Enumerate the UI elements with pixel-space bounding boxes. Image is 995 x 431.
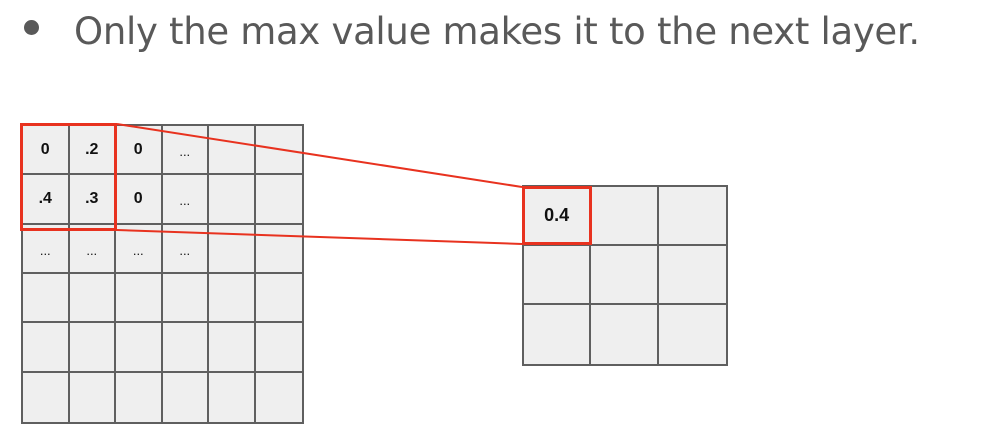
- output-cell-r2-c1: [524, 246, 592, 305]
- input-cell-r2-c3: 0: [116, 175, 163, 225]
- input-cell-r3-c4: ...: [162, 224, 209, 274]
- input-cell-r1-c5: [209, 126, 256, 176]
- bullet-text: Only the max value makes it to the next …: [74, 10, 920, 53]
- output-cell-r1-c3: [658, 187, 726, 246]
- input-cell-r2-c1: .4: [23, 175, 70, 225]
- input-cell-r6-c5: [209, 372, 256, 422]
- input-cell-r5-c6: [255, 323, 302, 373]
- input-cell-r1-c4: ...: [162, 126, 209, 176]
- input-cell-r5-c5: [209, 323, 256, 373]
- output-cell-r3-c3: [658, 305, 726, 364]
- input-cell-r6-c1: [23, 372, 70, 422]
- input-cell-r3-c1: ...: [23, 224, 70, 274]
- input-cell-r6-c3: [116, 372, 163, 422]
- input-cell-r5-c4: [162, 323, 209, 373]
- input-cell-r2-c2: .3: [69, 175, 116, 225]
- input-cell-r2-c5: [209, 175, 256, 225]
- input-cell-r4-c5: [209, 273, 256, 324]
- input-cell-r6-c6: [255, 372, 302, 422]
- input-cell-r1-c6: [255, 126, 302, 176]
- input-cell-r2-c6: [255, 175, 302, 225]
- input-cell-r4-c4: [162, 273, 209, 324]
- input-cell-r4-c2: [69, 273, 116, 324]
- output-cell-r2-c3: [658, 246, 726, 305]
- input-cell-r3-c3: ...: [116, 224, 163, 274]
- input-cell-r1-c1: 0: [23, 126, 70, 176]
- input-cell-r4-c3: [116, 273, 163, 324]
- input-cell-r3-c2: ...: [69, 224, 116, 274]
- input-cell-r5-c2: [69, 323, 116, 373]
- output-cell-r1-c1: 0.4: [524, 187, 592, 246]
- output-cell-r1-c2: [591, 187, 659, 246]
- input-cell-r5-c1: [23, 323, 70, 373]
- input-cell-r1-c2: .2: [69, 126, 116, 176]
- input-cell-r2-c4: ...: [162, 175, 209, 225]
- input-cell-r6-c2: [69, 372, 116, 422]
- output-cell-r2-c2: [591, 246, 659, 305]
- input-cell-r6-c4: [162, 372, 209, 422]
- input-cell-r3-c6: [255, 224, 302, 274]
- pooled-output-map: 0.4: [522, 185, 728, 366]
- bullet-dot: [24, 20, 39, 35]
- input-cell-r4-c6: [255, 273, 302, 324]
- input-cell-r3-c5: [209, 224, 256, 274]
- output-cell-r3-c2: [591, 305, 659, 364]
- input-cell-r4-c1: [23, 273, 70, 324]
- output-cell-r3-c1: [524, 305, 592, 364]
- input-cell-r5-c3: [116, 323, 163, 373]
- input-cell-r1-c3: 0: [116, 126, 163, 176]
